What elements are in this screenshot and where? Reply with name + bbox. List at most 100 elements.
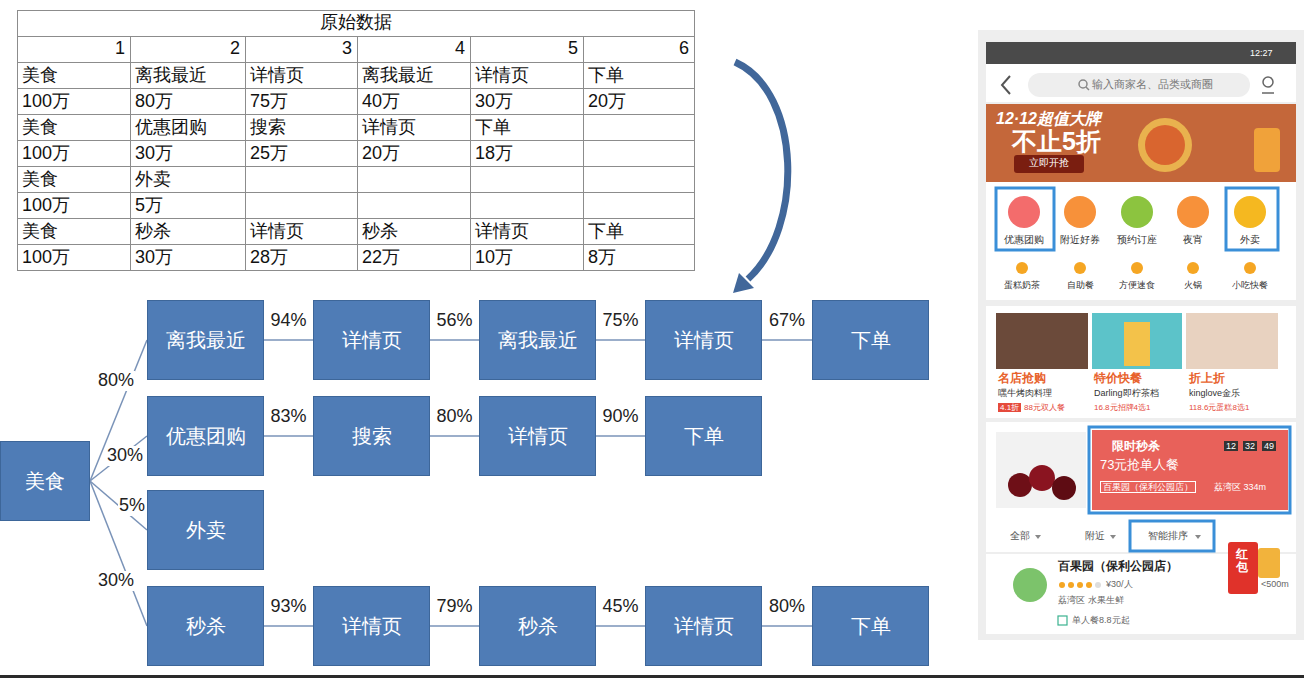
connector [762,625,812,627]
screenshot-text: 嘿牛烤肉料理 [998,388,1052,398]
category-icon [1121,196,1153,228]
star [1068,582,1074,588]
process-box: 离我最近 [147,300,264,380]
process-box: 美食 [0,441,90,521]
screenshot-text: 32 [1243,441,1257,451]
edge-label: 83% [269,407,307,427]
connector [90,481,147,530]
curved-arrow [735,62,788,279]
screenshot-text: 88元双人餐 [1024,403,1065,412]
process-box: 离我最近 [479,300,596,380]
node-text: 离我最近 [498,328,578,352]
table-rule [130,36,131,270]
table-cell: 5万 [135,195,163,216]
screenshot-text: 名店抢购 [998,372,1046,386]
shop-logo [1013,568,1047,602]
column-number: 3 [245,38,352,59]
node-text: 外卖 [186,518,226,542]
connector [264,339,313,341]
screenshot-text: 优惠团购 [1004,234,1044,246]
connector [90,340,147,481]
process-box: 详情页 [313,586,430,666]
connector [430,625,479,627]
header-bar [986,64,1296,102]
cherry-image [1008,473,1032,497]
table-cell: 详情页 [475,65,529,86]
screenshot-text: 红包 [1236,548,1248,574]
table-rule [357,36,358,270]
star [1095,582,1101,588]
edge-label: 93% [269,597,307,617]
table-rule [17,62,694,63]
table-rule [17,140,694,141]
table-rule [17,36,694,37]
table-cell: 100万 [22,91,70,112]
connector [762,339,812,341]
screenshot-text: 特价快餐 [1094,372,1142,386]
highlight-frame [996,188,1054,250]
highlight-frame [1089,427,1290,513]
edge-label: 90% [601,407,639,427]
screenshot-text: 自助餐 [1067,280,1094,290]
screenshot-text: 73元抢单人餐 [1100,458,1179,473]
table-cell: 详情页 [250,221,304,242]
table-cell: 搜索 [250,117,286,138]
column-number: 4 [357,38,465,59]
screenshot-text: 立即开抢 [1029,157,1069,169]
cherry-image [996,432,1086,508]
arrow-head [733,273,754,293]
process-box: 秒杀 [479,586,596,666]
drink-image [1092,313,1182,369]
edge-label: 45% [601,597,639,617]
node-text: 详情页 [342,328,402,352]
location-icon [1262,92,1274,94]
screenshot-text: 输入商家名、品类或商圈 [1092,78,1213,91]
table-cell: 100万 [22,195,70,216]
category-icon [1177,196,1209,228]
column-number: 5 [470,38,578,59]
table-cell: 20万 [362,143,400,164]
rating-stars [1059,582,1101,588]
connector [596,625,645,627]
small-icon [1131,262,1143,274]
process-box: 详情页 [645,300,762,380]
table-cell: 20万 [588,91,626,112]
screenshot-text: 外卖 [1240,234,1260,246]
edge-label: 56% [435,311,473,331]
screenshot-text: 百果园（保利公园店） [1100,481,1196,493]
banner [986,104,1296,182]
edge-label: 67% [768,311,806,331]
table-cell: 22万 [362,247,400,268]
screenshot-text: ¥30/人 [1106,579,1133,589]
node-text: 详情页 [674,614,734,638]
screenshot-text: Darling即柠茶档 [1094,388,1159,398]
connector [90,481,147,626]
column-number: 2 [130,38,240,59]
table-cell: 75万 [250,91,288,112]
edge-label: 30% [97,571,135,591]
edge-label: 80% [768,597,806,617]
table-cell: 28万 [250,247,288,268]
node-text: 优惠团购 [166,424,246,448]
drink-image [1258,548,1280,578]
pizza-image [1145,125,1185,165]
node-text: 美食 [25,469,65,493]
category-icon [1008,196,1040,228]
screenshot-text: 荔湾区 334m [1214,482,1266,492]
search-box [1028,73,1250,97]
connector [596,339,645,341]
small-icon [1074,262,1086,274]
edge-label: 5% [118,496,146,516]
table-rule [470,36,471,270]
table-cell: 美食 [22,65,58,86]
column-number: 1 [17,38,125,59]
status-bar [986,42,1296,64]
card-panel [986,306,1296,418]
column-number: 6 [583,38,689,59]
screenshot-text: 附近好券 [1060,234,1100,246]
table-grid [17,11,695,271]
icon-panel [986,182,1296,300]
node-text: 下单 [851,328,891,352]
connector [596,435,645,437]
